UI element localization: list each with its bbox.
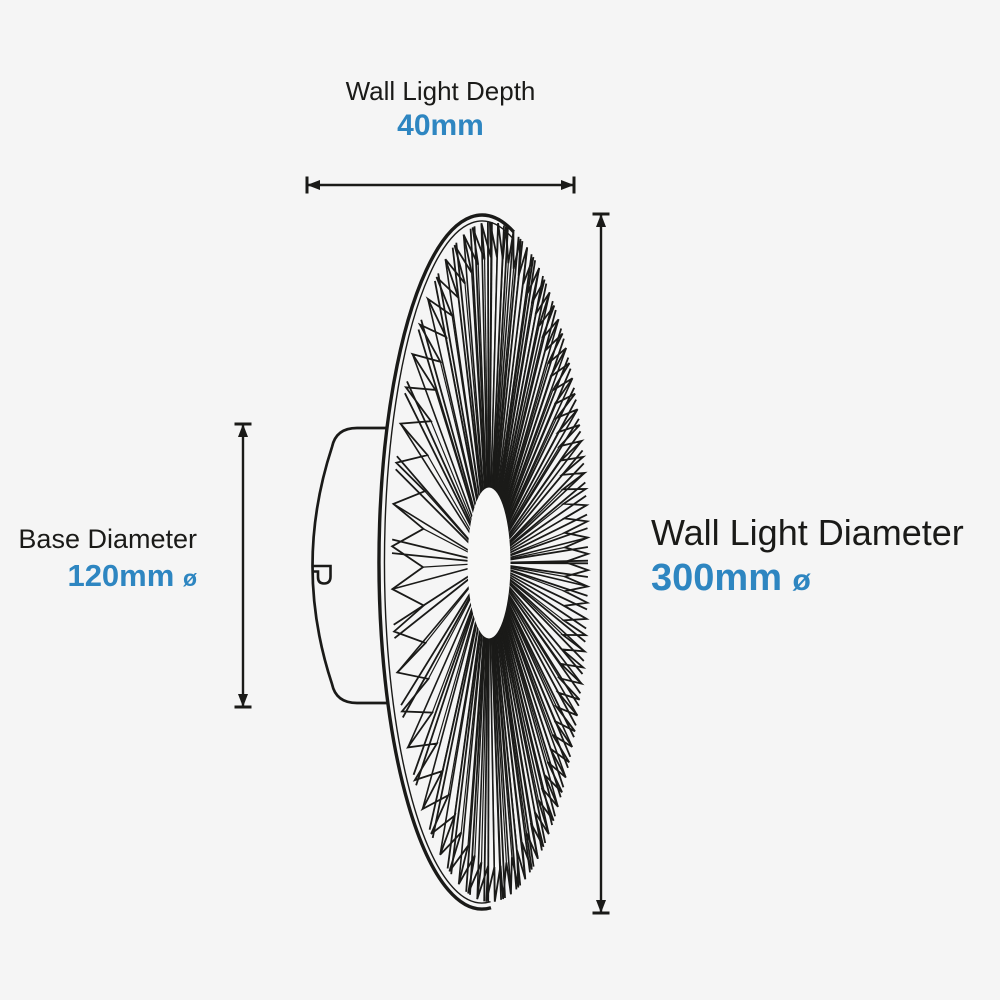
base-diameter-symbol: ø	[182, 565, 197, 591]
base-value-number: 120mm	[67, 558, 175, 593]
diameter-title: Wall Light Diameter	[651, 512, 964, 553]
diameter-symbol: ø	[792, 564, 811, 597]
depth-title: Wall Light Depth	[345, 76, 536, 106]
diameter-dimension-label: Wall Light Diameter 300mm ø	[651, 512, 964, 603]
depth-dimension-label: Wall Light Depth 40mm	[307, 76, 574, 143]
base-title: Base Diameter	[18, 524, 197, 554]
lamp-disc	[377, 213, 591, 911]
base-dimension-label: Base Diameter 120mm ø	[18, 524, 197, 596]
depth-value: 40mm	[397, 109, 484, 142]
dimension-arrows	[234, 176, 610, 915]
base-value: 120mm ø	[18, 558, 197, 596]
mount-hook-icon	[312, 564, 332, 585]
diameter-value: 300mm ø	[651, 556, 964, 603]
diameter-value-number: 300mm	[651, 557, 782, 599]
